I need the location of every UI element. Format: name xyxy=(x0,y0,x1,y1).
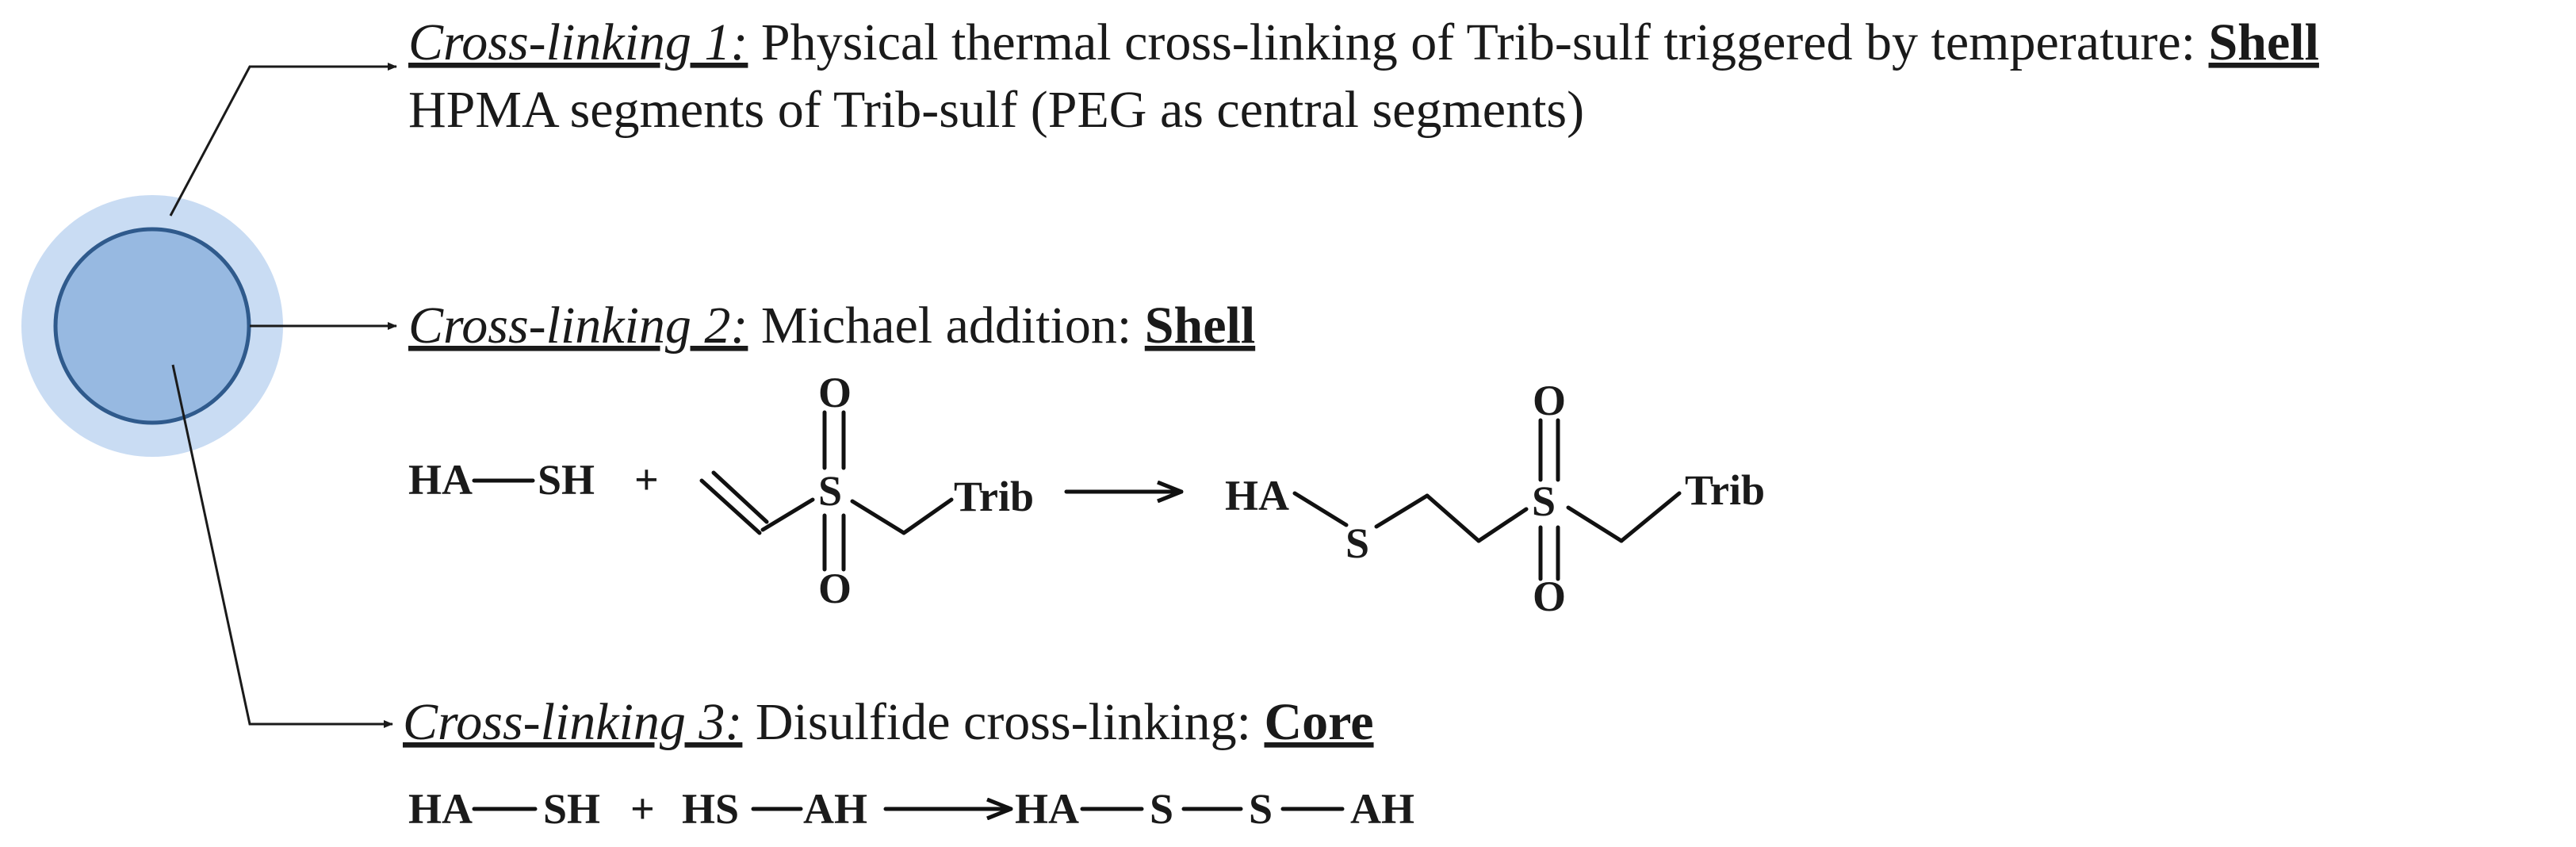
crosslink-3-target: Core xyxy=(1265,693,1374,751)
p-c1-to-c2 xyxy=(1425,493,1481,543)
crosslink-1-label: Cross-linking 1: xyxy=(408,13,748,71)
p-s-to-c1 xyxy=(1374,493,1430,529)
r1-ha: HA xyxy=(408,456,473,504)
crosslink-2-heading: Cross-linking 2: Michael addition: Shell xyxy=(408,297,1255,355)
d-r1-ha: HA xyxy=(408,785,473,833)
r2-sulfur: S xyxy=(818,467,842,515)
crosslink-2-label: Cross-linking 2: xyxy=(408,297,748,355)
d-p-ha: HA xyxy=(1015,785,1079,833)
d-p-s1: S xyxy=(1150,785,1173,833)
p-thioether-s: S xyxy=(1345,519,1369,567)
leader-line-3 xyxy=(171,364,393,728)
disulfide-reaction: HA SH + HS AH HA S S AH xyxy=(408,785,1414,833)
crosslink-3-heading: Cross-linking 3: Disulfide cross-linking… xyxy=(403,693,1374,751)
s-to-ch2 xyxy=(850,499,906,535)
d-r2-hs: HS xyxy=(682,785,739,833)
vinyl-bond-a xyxy=(699,478,762,535)
d-r2-ah: AH xyxy=(803,785,867,833)
crosslink-3-text: Disulfide cross-linking: xyxy=(742,693,1264,751)
crosslink-3-label: Cross-linking 3: xyxy=(403,693,742,751)
p-ha: HA xyxy=(1225,472,1289,519)
p-c2-to-s xyxy=(1476,507,1529,543)
plus-1: + xyxy=(634,456,659,504)
ch2-to-trib xyxy=(901,497,954,535)
d-p-s2: S xyxy=(1249,785,1273,833)
crosslink-1-target: Shell xyxy=(2209,13,2319,71)
vinyl-bond-b xyxy=(711,470,769,524)
p-sulfur: S xyxy=(1532,477,1556,525)
p-trib: Trib xyxy=(1685,466,1765,514)
leader-line-1 xyxy=(169,63,397,217)
crosslink-1-detail: HPMA segments of Trib-sulf (PEG as centr… xyxy=(408,81,1584,139)
p-ch2-to-trib xyxy=(1619,491,1682,543)
michael-addition-reaction: HA SH + S O O Trib HA S S O O xyxy=(408,369,1765,620)
crosslink-2-text: Michael addition: xyxy=(748,297,1144,355)
r2-oxygen-bottom: O xyxy=(818,565,852,612)
p-s-to-ch2 xyxy=(1566,505,1624,543)
crosslink-1-text: Physical thermal cross-linking of Trib-s… xyxy=(748,13,2208,71)
d-p-ah: AH xyxy=(1350,785,1414,833)
r2-trib: Trib xyxy=(954,473,1034,520)
d-r1-sh: SH xyxy=(543,785,600,833)
crosslink-2-target: Shell xyxy=(1145,297,1255,355)
p-ha-to-s xyxy=(1292,491,1349,527)
crosslink-1-heading: Cross-linking 1: Physical thermal cross-… xyxy=(408,13,2319,71)
d-plus: + xyxy=(630,785,655,833)
r2-oxygen-top: O xyxy=(818,369,852,416)
p-oxygen-bottom: O xyxy=(1533,573,1566,620)
p-oxygen-top: O xyxy=(1533,377,1566,424)
vinyl-to-s xyxy=(760,497,815,532)
r1-sh: SH xyxy=(538,456,595,504)
nanogel-particle xyxy=(21,195,283,457)
core-sphere xyxy=(53,227,251,425)
